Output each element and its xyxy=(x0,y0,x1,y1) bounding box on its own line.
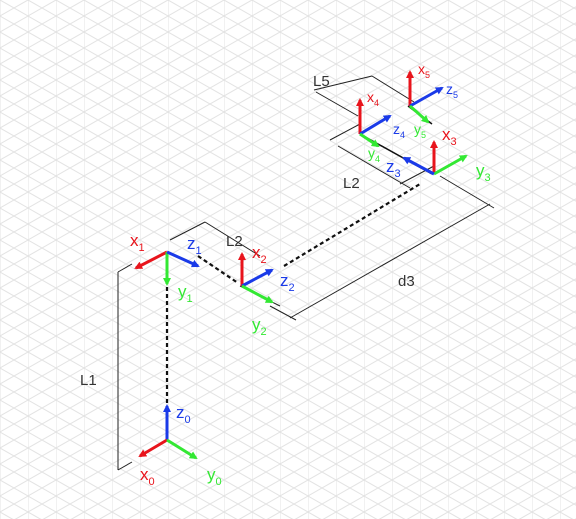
frame-3 xyxy=(402,140,468,176)
x5-label: x5 xyxy=(418,61,430,80)
z4-axis-arrow xyxy=(359,114,392,136)
dim-label-d3: d3 xyxy=(398,273,415,290)
x2-label: x2 xyxy=(252,243,267,266)
dim-label-l2: L2 xyxy=(226,233,243,250)
z1-axis-arrow xyxy=(166,250,200,268)
x4-label: x4 xyxy=(367,89,379,108)
frame-2 xyxy=(238,252,274,304)
y5-axis-arrow xyxy=(409,104,430,124)
dim-l2-back-line xyxy=(337,145,411,189)
x1-axis-arrow xyxy=(134,250,168,270)
z2-axis-arrow xyxy=(241,268,274,288)
frame-5 xyxy=(406,70,444,124)
y4-axis-arrow xyxy=(359,132,380,148)
dim-l2-ext-1 xyxy=(169,221,206,241)
link-d3-dashed xyxy=(283,183,421,267)
dashed-links xyxy=(165,183,421,410)
x0-axis-arrow xyxy=(138,438,168,458)
y4-label: y4 xyxy=(368,145,380,164)
z0-label: z0 xyxy=(176,403,191,426)
frame-1 xyxy=(134,250,200,286)
z5-axis-arrow xyxy=(409,86,444,108)
dim-label-l2-back: L2 xyxy=(343,175,360,192)
y1-label: y1 xyxy=(178,282,193,305)
y0-label: y0 xyxy=(207,465,222,488)
dim-l1-tick-top xyxy=(117,263,133,273)
y2-label: y2 xyxy=(252,315,267,338)
dim-l5-line xyxy=(313,75,373,91)
z2-label: z2 xyxy=(280,271,295,294)
y3-axis-arrow xyxy=(433,154,468,176)
dim-label-l5: L5 xyxy=(313,73,330,90)
frame-4 xyxy=(356,98,392,148)
z1-label: z1 xyxy=(187,234,202,257)
dim-l2-line xyxy=(204,221,261,257)
dim-label-l1: L1 xyxy=(80,372,97,389)
z5-label: z5 xyxy=(446,81,458,100)
y2-axis-arrow xyxy=(241,284,274,304)
x1-label: x1 xyxy=(130,231,145,254)
z3-axis-arrow xyxy=(402,156,435,176)
x3-label: x3 xyxy=(442,125,457,148)
dim-d3-line xyxy=(289,203,491,319)
y5-label: y5 xyxy=(414,121,426,140)
z4-label: z4 xyxy=(393,121,405,140)
frame-0 xyxy=(138,404,198,460)
z3-label: z3 xyxy=(386,157,401,180)
dim-l1-tick-bottom xyxy=(117,461,133,471)
y0-axis-arrow xyxy=(166,438,198,460)
x0-label: x0 xyxy=(140,465,155,488)
link-l2-dashed xyxy=(197,255,239,284)
y3-label: y3 xyxy=(476,161,491,184)
